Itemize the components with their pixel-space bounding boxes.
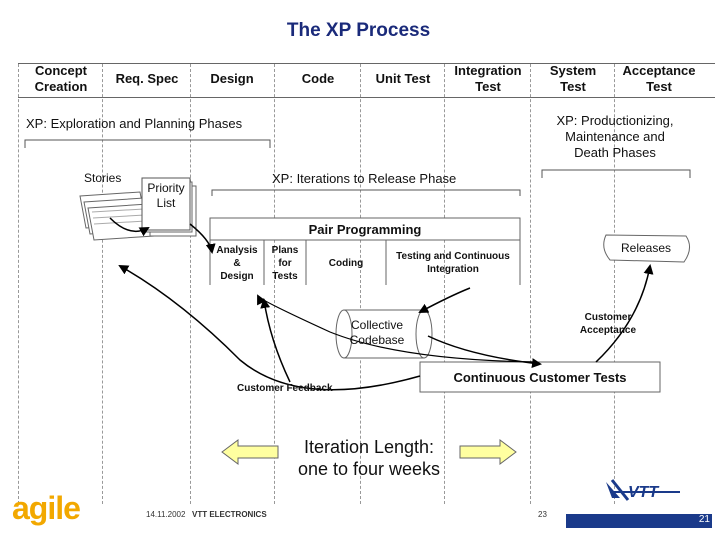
arrow-priority-to-analysis — [189, 223, 216, 254]
collective-codebase-label: Collective Codebase — [349, 318, 405, 347]
header-bottom-line — [18, 97, 715, 98]
arrow-testing-to-codebase — [418, 287, 471, 313]
phase-unit-test: Unit Test — [375, 71, 431, 86]
exploration-label: XP: Exploration and Planning Phases — [26, 116, 243, 131]
collective-codebase-cylinder — [335, 309, 433, 359]
arrow-customer-feedback — [118, 265, 421, 391]
phase-divider — [190, 64, 191, 504]
iteration-left-arrow — [221, 439, 279, 465]
pair-programming-label: Pair Programming — [308, 222, 422, 237]
footer-org: VTT ELECTRONICS — [192, 510, 267, 519]
continuous-tests-label: Continuous Customer Tests — [453, 370, 627, 385]
phase-divider — [18, 64, 19, 504]
pair-programming-box — [209, 217, 521, 241]
slide-number: 21 — [698, 514, 710, 525]
agile-logo: agile — [12, 490, 81, 526]
arrow-feedback-to-plans — [260, 298, 291, 383]
iterations-label: XP: Iterations to Release Phase — [272, 171, 457, 186]
phase-divider — [530, 64, 531, 504]
page-title: The XP Process — [286, 20, 431, 41]
phase-divider — [444, 64, 445, 504]
productionizing-label: XP: Productionizing, Maintenance and Dea… — [556, 113, 674, 160]
priority-list-stack — [141, 177, 197, 237]
customer-acceptance-label: Customer Acceptance — [579, 312, 637, 336]
vtt-logo: VTT — [628, 484, 659, 501]
arrow-tests-to-releases — [595, 264, 654, 363]
vtt-logo-mark — [606, 479, 680, 501]
plans-for-tests-label: Plans for Tests — [271, 245, 299, 282]
header-top-line — [18, 63, 715, 64]
stories-label: Stories — [84, 171, 122, 185]
footer-blue-bar — [566, 514, 712, 528]
phase-req-spec: Req. Spec — [115, 71, 179, 86]
exploration-bracket — [24, 139, 271, 148]
priority-list-label: Priority List — [147, 181, 185, 210]
phase-divider — [614, 64, 615, 504]
releases-box — [603, 234, 690, 263]
testing-integration-label: Testing and Continuous Integration — [396, 251, 510, 275]
phase-code: Code — [301, 71, 335, 86]
productionizing-bracket — [541, 169, 691, 178]
iteration-length-label: Iteration Length: one to four weeks — [297, 437, 441, 479]
phase-design: Design — [210, 71, 254, 86]
phase-divider — [274, 64, 275, 504]
iteration-right-arrow — [459, 439, 517, 465]
arrow-tests-to-codebase — [257, 294, 537, 363]
coding-label: Coding — [328, 258, 364, 269]
phase-divider — [360, 64, 361, 504]
footer-date: 14.11.2002 — [146, 510, 186, 519]
footer-page: 23 — [538, 510, 547, 519]
analysis-design-label: Analysis & Design — [216, 245, 258, 282]
arrow-stories-to-priority — [109, 217, 150, 237]
phase-divider — [102, 64, 103, 504]
releases-label: Releases — [620, 241, 672, 255]
customer-feedback-label: Customer Feedback — [237, 383, 333, 394]
iterations-bracket — [211, 189, 521, 196]
